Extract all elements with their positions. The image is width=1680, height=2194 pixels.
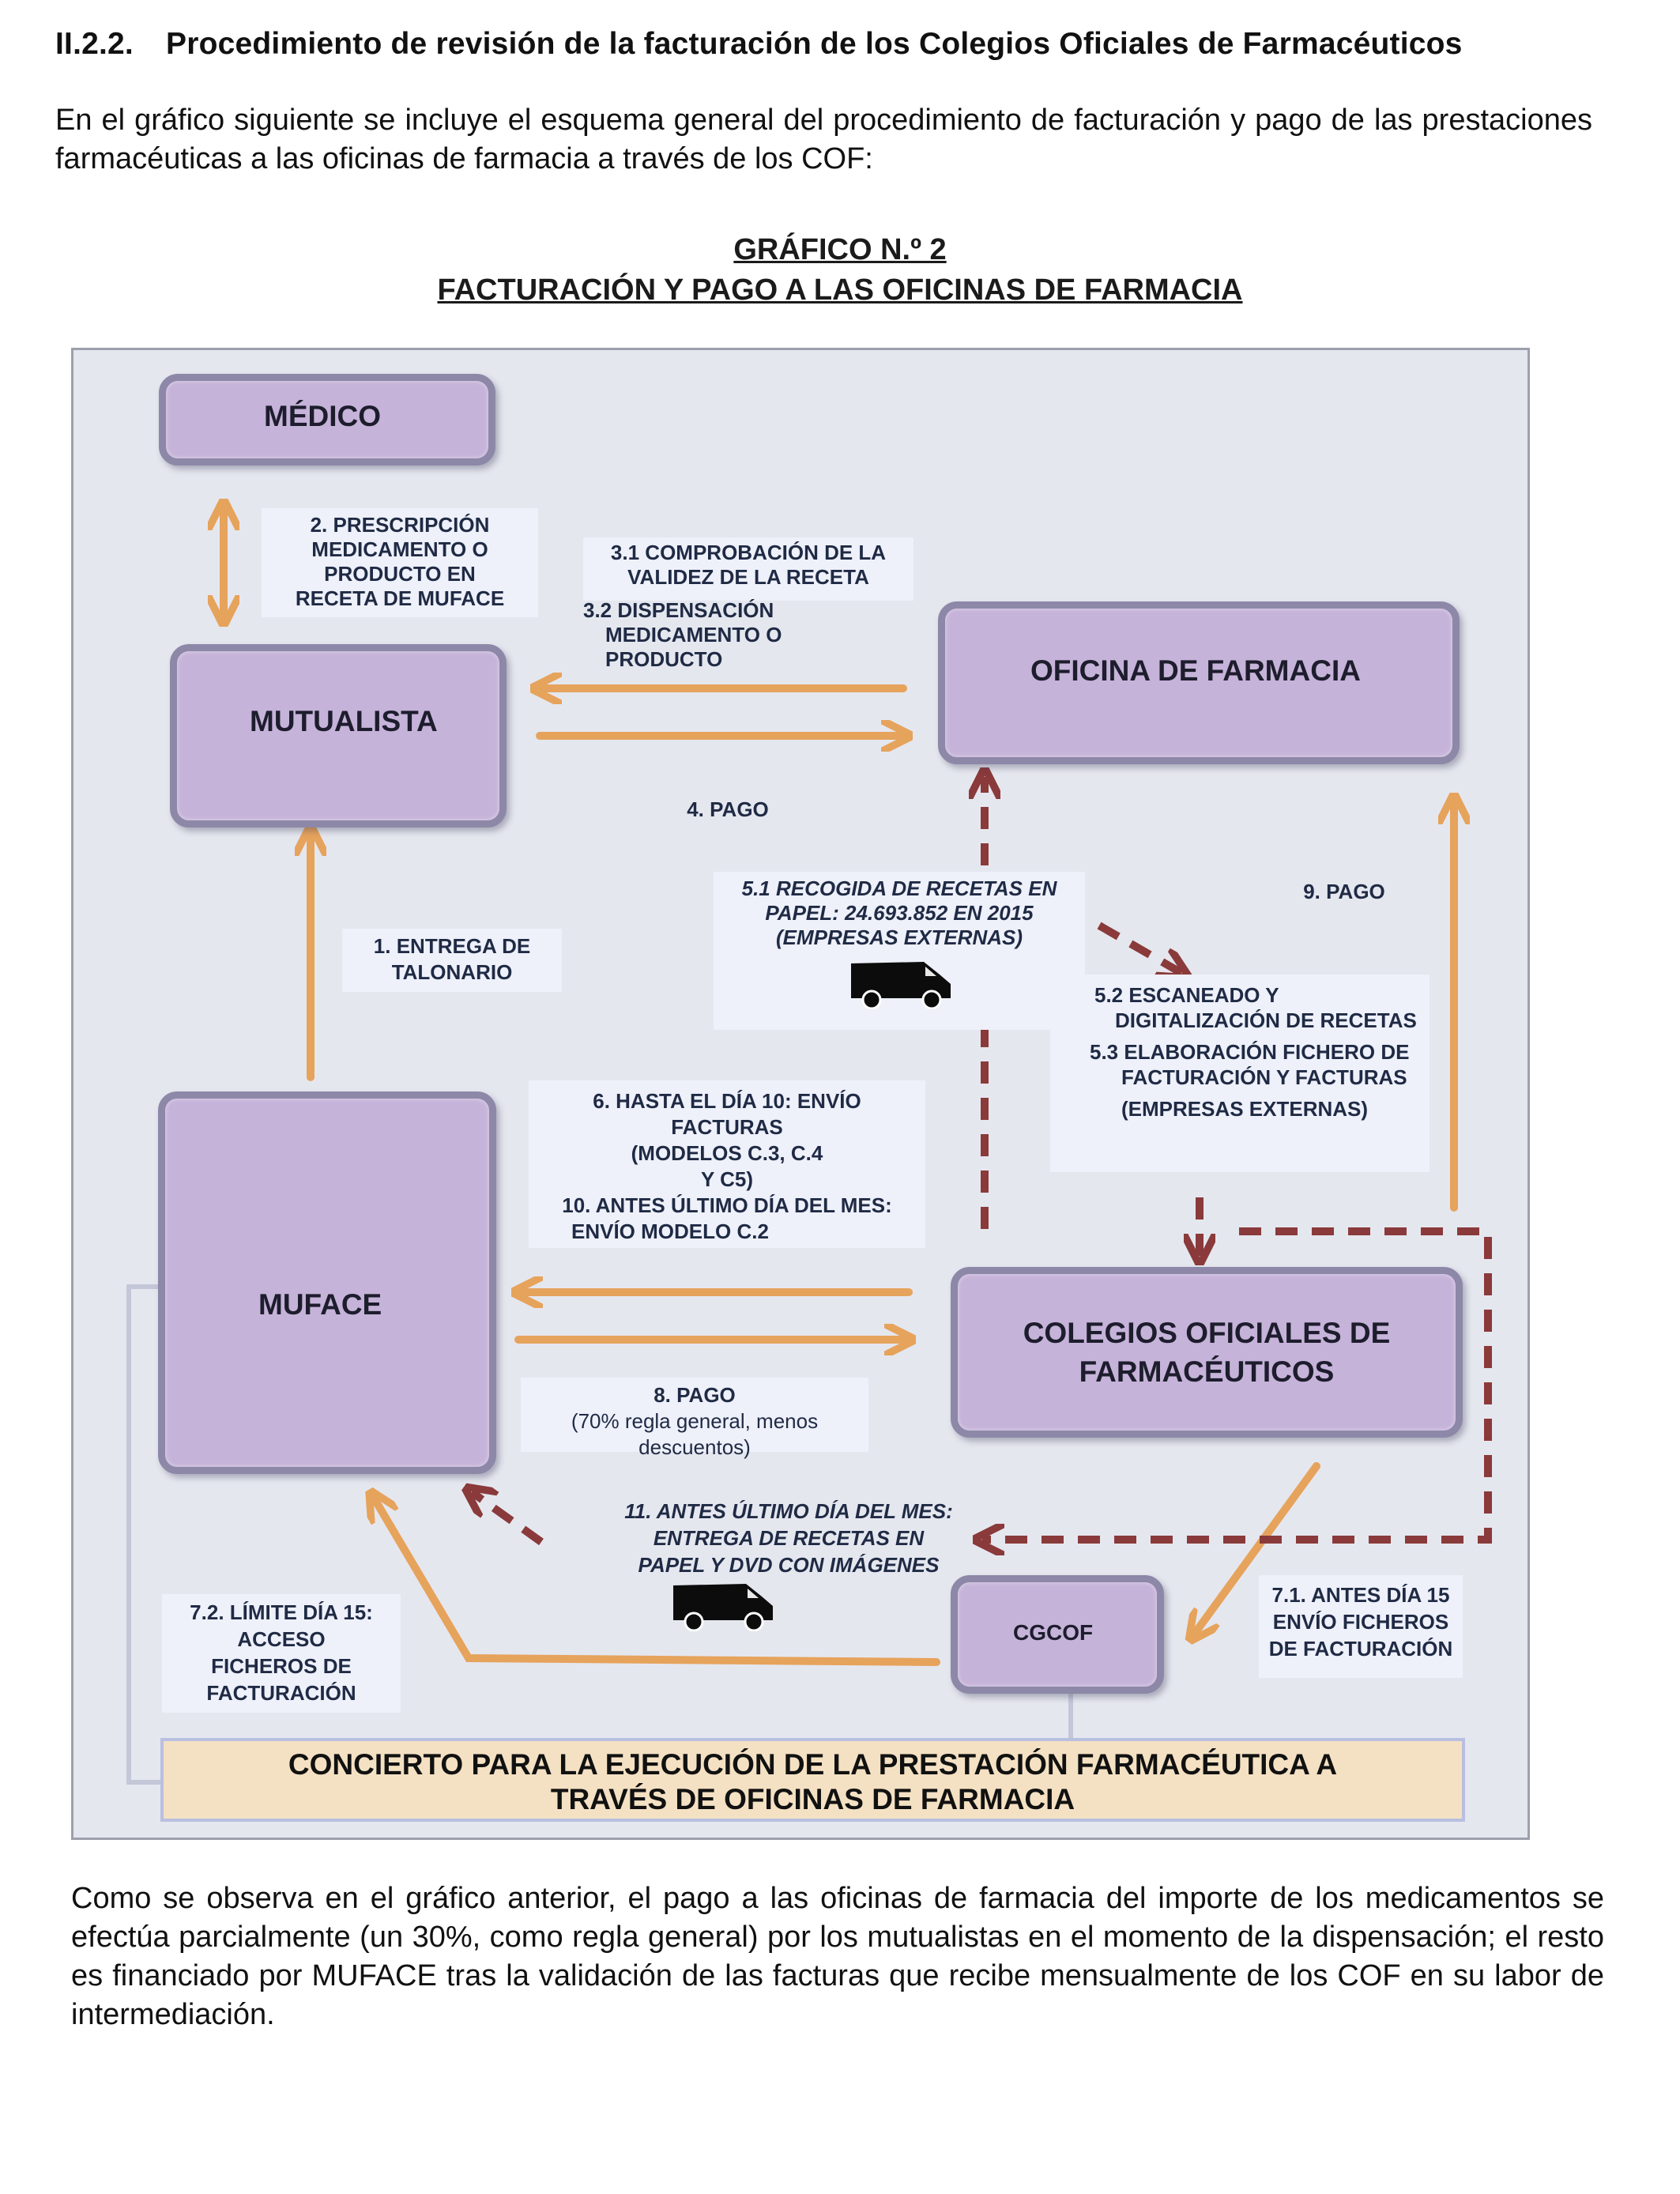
label-comprobacion: 3.1 COMPROBACIÓN DE LA VALIDEZ DE LA REC… (583, 537, 913, 601)
van-icon (851, 962, 951, 1009)
figure-caption: FACTURACIÓN Y PAGO A LAS OFICINAS DE FAR… (437, 273, 1243, 307)
section-number: II.2.2. (55, 27, 134, 61)
node-mutualista: MUTUALISTA (170, 644, 507, 827)
label-escaneado-elaboracion: 5.2 ESCANEADO Y DIGITALIZACIÓN DE RECETA… (1050, 974, 1430, 1172)
section-title: Procedimiento de revisión de la facturac… (166, 27, 1463, 61)
node-cgcof: CGCOF (951, 1575, 1164, 1694)
label-entrega-recetas: 11. ANTES ÚLTIMO DÍA DEL MES: ENTREGA DE… (624, 1499, 953, 1577)
label-envio-ficheros: 7.1. ANTES DÍA 15 ENVÍO FICHEROS DE FACT… (1259, 1575, 1463, 1678)
concierto-banner: CONCIERTO PARA LA EJECUCIÓN DE LA PRESTA… (160, 1738, 1465, 1822)
intro-paragraph: En el gráfico siguiente se incluye el es… (55, 104, 1592, 175)
arrow-entrega-recetas (982, 1227, 1492, 1540)
label-entrega-talonario: 1. ENTREGA DE TALONARIO (342, 929, 562, 992)
node-oficina-farmacia: OFICINA DE FARMACIA (938, 601, 1460, 764)
arrow-acceso-ficheros (374, 1498, 940, 1666)
figure-number: GRÁFICO N.º 2 (733, 233, 947, 266)
label-pago-cof: 9. PAGO (1303, 880, 1385, 903)
node-medico: MÉDICO (159, 374, 495, 466)
label-acceso-ficheros: 7.2. LÍMITE DÍA 15: ACCESO FICHEROS DE F… (162, 1594, 401, 1713)
label-pago-muface: 8. PAGO (70% regla general, menos descue… (521, 1378, 868, 1459)
concierto-connector (126, 1284, 170, 1785)
label-prescripcion: 2. PRESCRIPCIÓN MEDICAMENTO O PRODUCTO E… (262, 508, 538, 617)
arrow-recetas-muface (472, 1492, 544, 1546)
flow-diagram: MÉDICO MUTUALISTA OFICINA DE FARMACIA MU… (71, 348, 1530, 1840)
label-dispensacion: 3.2 DISPENSACIÓN MEDICAMENTO O PRODUCTO (583, 598, 782, 671)
diagram-arrows (126, 350, 1492, 1785)
label-recogida-recetas: 5.1 RECOGIDA DE RECETAS EN PAPEL: 24.693… (714, 872, 1085, 1030)
label-pago-mutualista: 4. PAGO (687, 797, 769, 821)
section-heading: II.2.2. Procedimiento de revisión de la f… (55, 27, 1463, 62)
node-muface: MUFACE (158, 1091, 496, 1474)
conclusion-paragraph: Como se observa en el gráfico anterior, … (71, 1882, 1604, 2031)
van-icon (673, 1584, 773, 1631)
arrow-escaneado (1097, 922, 1181, 973)
label-envio-facturas: 6. HASTA EL DÍA 10: ENVÍO FACTURAS (MODE… (529, 1080, 925, 1248)
node-colegios-oficiales: COLEGIOS OFICIALES DE FARMACÉUTICOS (951, 1267, 1463, 1438)
arrow-envio-ficheros (1194, 1462, 1320, 1634)
